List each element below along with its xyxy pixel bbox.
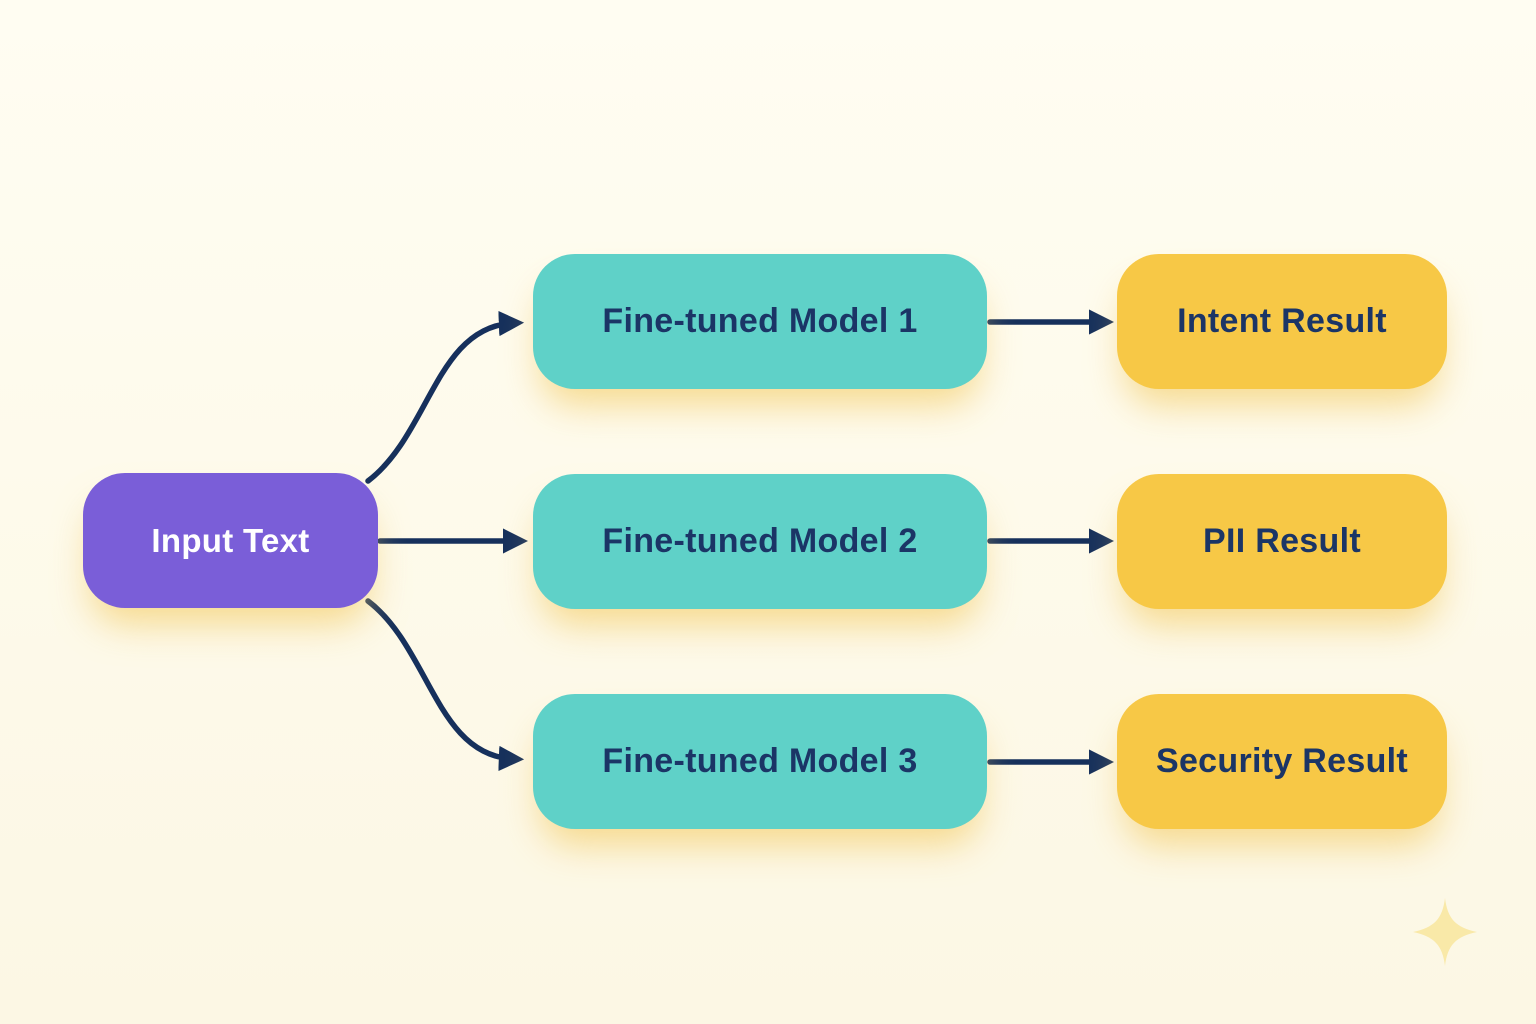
input-text-label: Input Text (151, 521, 310, 559)
model-node-2: Fine-tuned Model 2 (533, 474, 987, 609)
result-node-intent-label: Intent Result (1177, 302, 1387, 340)
sparkle-icon (1413, 898, 1477, 966)
model-node-3: Fine-tuned Model 3 (533, 694, 987, 829)
model-node-1: Fine-tuned Model 1 (533, 254, 987, 389)
model-node-2-label: Fine-tuned Model 2 (602, 522, 918, 560)
input-text-node: Input Text (83, 473, 378, 608)
arrow-input-to-model-1 (365, 310, 525, 484)
result-node-pii: PII Result (1117, 474, 1447, 609)
result-node-pii-label: PII Result (1203, 522, 1361, 560)
result-node-security: Security Result (1117, 694, 1447, 829)
result-node-security-label: Security Result (1155, 742, 1409, 780)
result-node-intent: Intent Result (1117, 254, 1447, 389)
arrow-input-to-model-3 (365, 598, 525, 772)
model-node-1-label: Fine-tuned Model 1 (602, 302, 918, 340)
model-node-3-label: Fine-tuned Model 3 (602, 742, 918, 780)
